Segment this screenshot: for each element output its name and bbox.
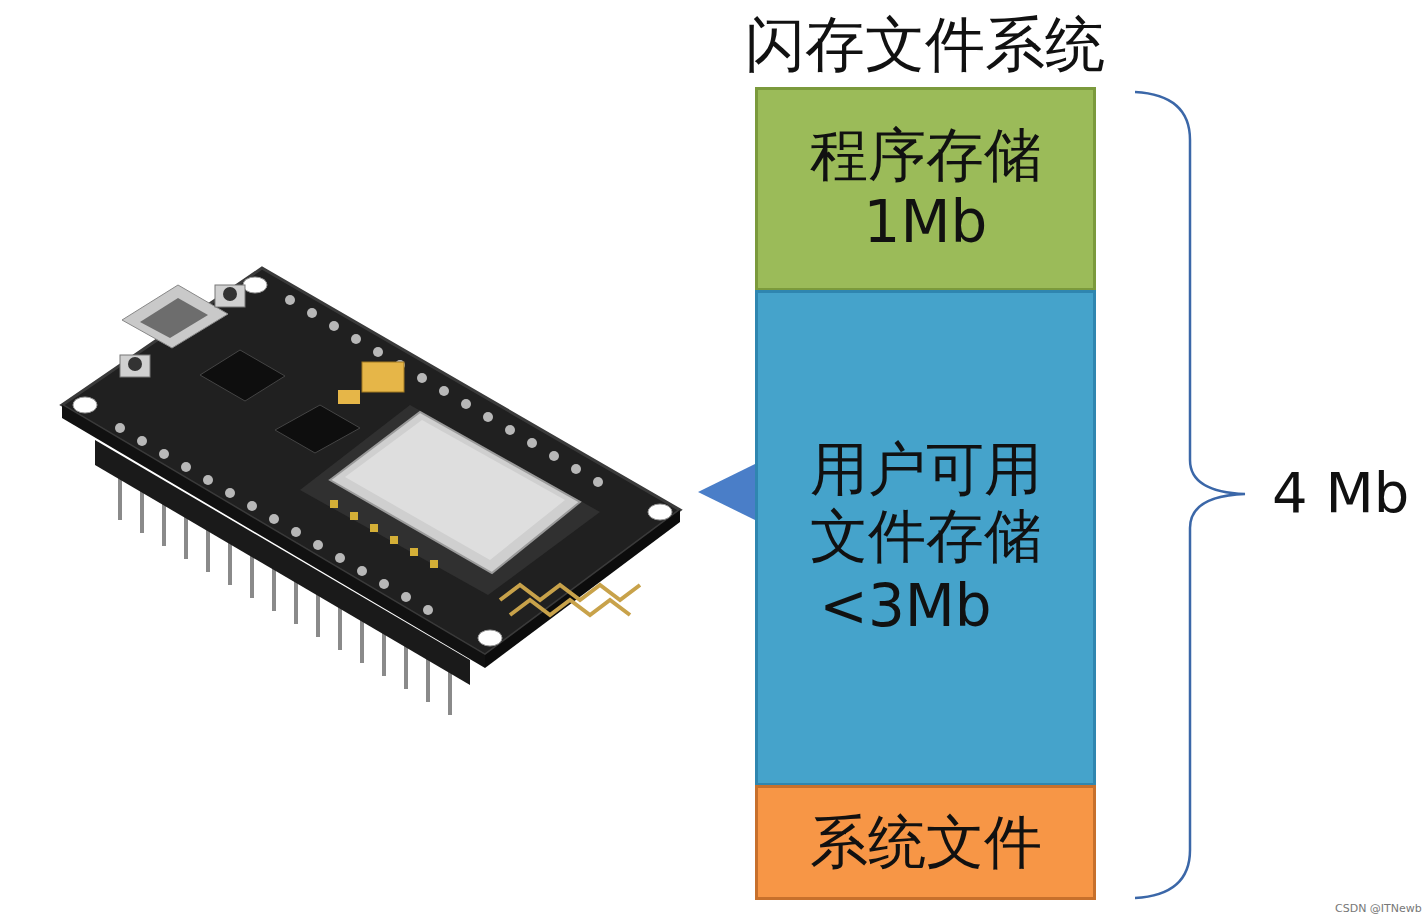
system-files-block: 系统文件 — [755, 785, 1096, 900]
block-text: 1Mb — [864, 189, 988, 256]
block-text: 程序存储 — [810, 122, 1042, 189]
board-illustration — [62, 268, 680, 715]
diagram-title: 闪存文件系统 — [745, 14, 1105, 74]
block-text: 系统文件 — [810, 809, 1042, 876]
pointer-triangle — [698, 464, 755, 520]
program-storage-block: 程序存储1Mb — [755, 87, 1096, 291]
block-text: 用户可用文件存储 — [791, 436, 1061, 569]
user-storage-block: 用户可用文件存储<3Mb — [755, 290, 1096, 786]
block-text: <3Mb — [819, 573, 991, 640]
curly-brace — [1135, 92, 1245, 898]
total-size-label: 4 Mb — [1272, 462, 1409, 524]
watermark: CSDN @ITNewb — [1335, 903, 1422, 915]
